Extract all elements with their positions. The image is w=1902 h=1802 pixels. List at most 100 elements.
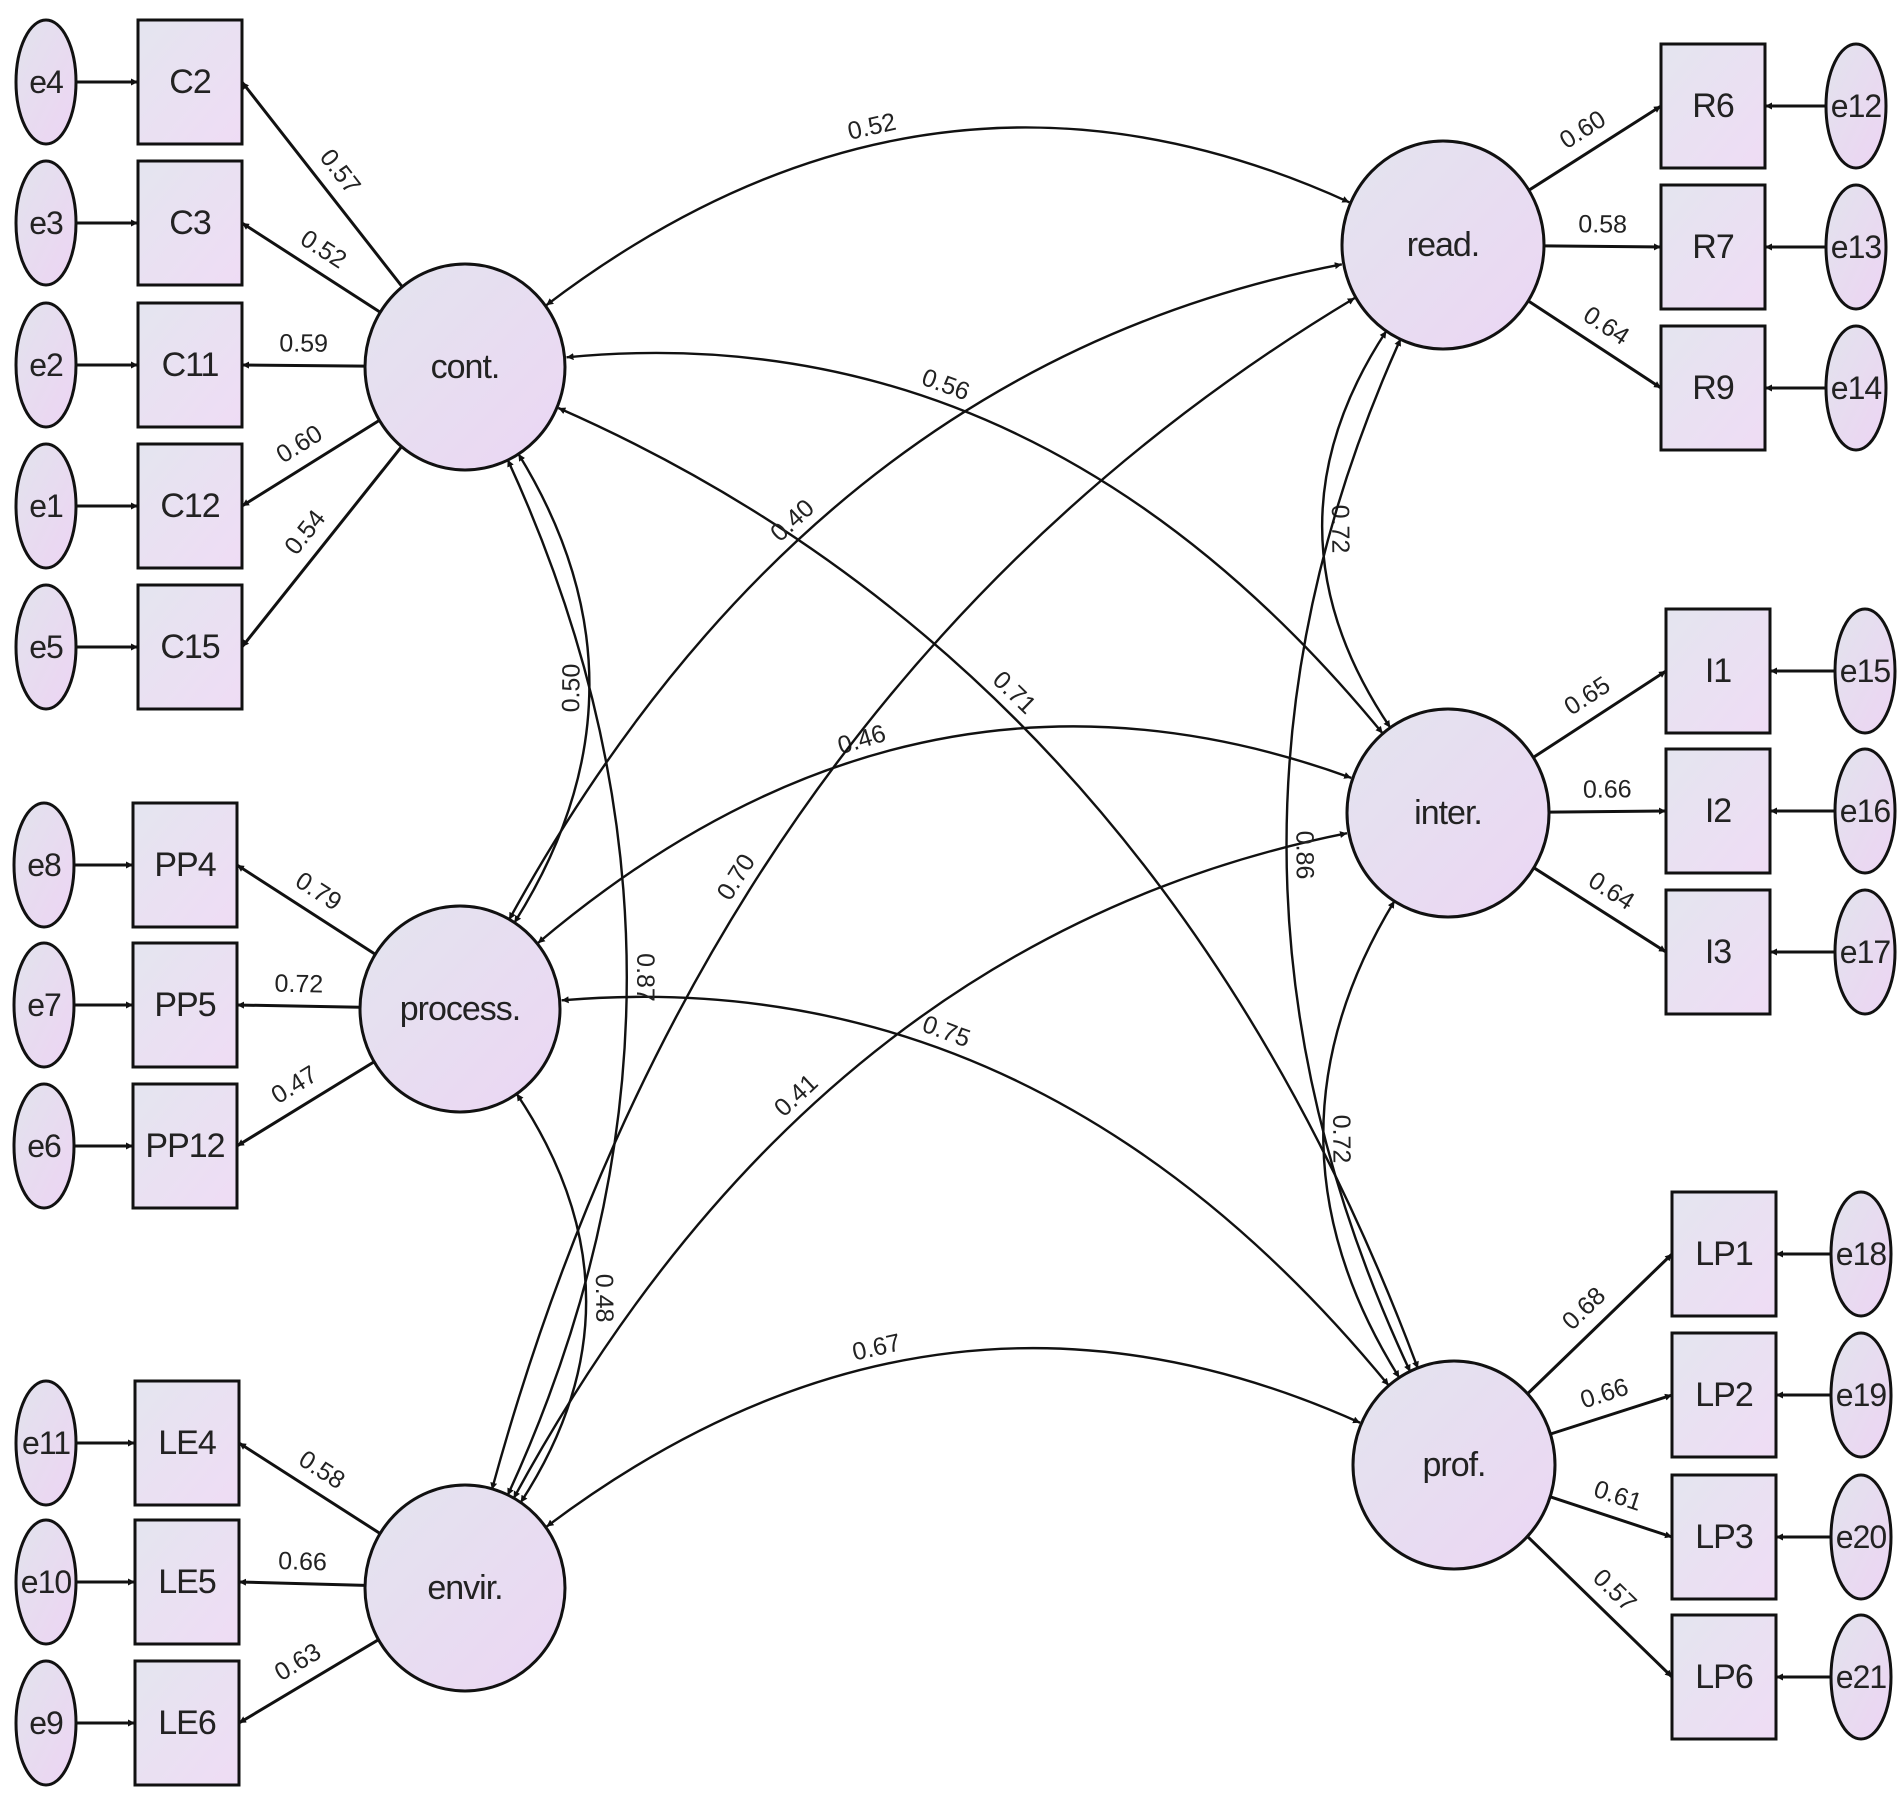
error-node-e9	[14, 1659, 78, 1787]
indicator-label-LE4: LE4	[158, 1424, 216, 1462]
loading-value-I2: 0.66	[1583, 775, 1632, 803]
latent-label-envir: envir.	[427, 1569, 502, 1607]
indicator-box-R7	[1659, 183, 1767, 311]
indicator-box-C15	[136, 583, 244, 711]
latent-node-prof	[1351, 1359, 1557, 1571]
correlation-value-cont-process: 0.50	[557, 664, 585, 713]
loading-arrow-C12	[241, 418, 381, 508]
indicator-box-LP6	[1670, 1613, 1778, 1741]
error-node-e11	[14, 1379, 78, 1507]
error-node-e1	[14, 442, 78, 570]
indicator-box-LE4	[133, 1379, 241, 1507]
loading-value-R7: 0.58	[1578, 210, 1627, 238]
indicator-box-I3	[1664, 888, 1772, 1016]
correlation-value-envir-read: 0.70	[711, 849, 761, 905]
indicator-box-LP1	[1670, 1190, 1778, 1318]
loading-value-LE6: 0.63	[270, 1638, 326, 1687]
error-node-e3	[14, 159, 78, 287]
indicator-label-PP4: PP4	[154, 846, 215, 884]
correlation-value-cont-prof: 0.71	[987, 666, 1041, 720]
loading-arrow-LP1	[1525, 1252, 1674, 1396]
loading-value-I3: 0.64	[1583, 866, 1639, 916]
loading-arrow-LE6	[238, 1637, 380, 1725]
error-label-e2: e2	[29, 347, 63, 383]
correlation-envir-inter	[512, 831, 1348, 1499]
loading-value-R6: 0.60	[1555, 105, 1611, 155]
correlation-value-process-prof: 0.75	[919, 1010, 974, 1053]
error-node-e16	[1833, 747, 1897, 875]
indicator-label-LP3: LP3	[1695, 1518, 1753, 1556]
indicator-box-C3	[136, 159, 244, 287]
correlation-inter-prof	[1322, 900, 1401, 1379]
indicator-label-R9: R9	[1692, 369, 1734, 407]
indicator-label-C12: C12	[160, 487, 219, 525]
loading-value-C12: 0.60	[271, 420, 327, 470]
error-label-e5: e5	[29, 629, 63, 665]
latent-node-envir	[363, 1483, 567, 1693]
correlation-process-prof	[561, 995, 1390, 1387]
correlation-layer: 0.520.560.710.400.460.750.700.410.670.50…	[490, 108, 1420, 1528]
loading-arrow-C3	[241, 221, 382, 315]
indicator-label-PP5: PP5	[154, 986, 215, 1024]
loading-value-LE5: 0.66	[278, 1547, 327, 1576]
indicator-box-LE6	[133, 1659, 241, 1787]
loading-arrow-LP6	[1525, 1534, 1674, 1679]
correlation-value-read-prof: 0.86	[1290, 831, 1318, 880]
loading-arrow-I2	[1548, 807, 1667, 815]
indicator-box-C12	[136, 442, 244, 570]
indicator-label-C3: C3	[169, 204, 211, 242]
error-label-e4: e4	[29, 64, 63, 100]
error-label-e3: e3	[29, 205, 63, 241]
error-node-e12	[1824, 42, 1888, 170]
loading-value-LE4: 0.58	[294, 1445, 350, 1495]
indicator-label-PP12: PP12	[145, 1127, 224, 1165]
correlation-process-envir	[515, 1093, 588, 1504]
indicator-label-I2: I2	[1705, 792, 1731, 830]
error-label-e18: e18	[1836, 1236, 1887, 1272]
error-node-e14	[1824, 324, 1888, 452]
error-label-e10: e10	[21, 1564, 72, 1600]
indicator-label-C15: C15	[160, 628, 219, 666]
loading-arrow-I3	[1532, 866, 1667, 954]
correlation-value-process-envir: 0.48	[590, 1274, 618, 1323]
loading-arrow-LP2	[1549, 1393, 1673, 1436]
loading-value-LP2: 0.66	[1577, 1373, 1632, 1415]
indicator-label-R6: R6	[1692, 87, 1734, 125]
latent-label-cont: cont.	[431, 348, 500, 386]
loading-value-PP4: 0.79	[290, 866, 346, 916]
loading-arrow-R7	[1543, 243, 1662, 251]
error-label-e7: e7	[27, 987, 61, 1023]
error-node-e20	[1829, 1473, 1893, 1601]
error-label-e9: e9	[29, 1705, 63, 1741]
indicator-box-C2	[136, 18, 244, 146]
latent-node-process	[358, 904, 562, 1114]
indicator-label-LE6: LE6	[158, 1704, 216, 1742]
indicator-box-R9	[1659, 324, 1767, 452]
latent-label-prof: prof.	[1422, 1446, 1485, 1484]
indicator-box-C11	[136, 301, 244, 429]
loading-arrow-R6	[1527, 104, 1662, 192]
loading-value-LP1: 0.68	[1557, 1282, 1611, 1336]
correlation-value-process-read: 0.40	[765, 494, 820, 547]
correlation-cont-envir	[506, 459, 628, 1496]
error-label-e19: e19	[1836, 1377, 1887, 1413]
correlation-value-cont-envir: 0.87	[631, 953, 659, 1002]
indicator-label-I1: I1	[1705, 652, 1731, 690]
latent-node-cont	[363, 262, 567, 472]
error-node-e19	[1829, 1331, 1893, 1459]
error-label-e1: e1	[29, 488, 63, 524]
correlation-cont-read	[545, 126, 1350, 307]
indicator-label-LP2: LP2	[1695, 1376, 1753, 1414]
correlation-envir-read	[490, 296, 1356, 1490]
error-node-e7	[12, 941, 76, 1069]
error-node-e2	[14, 301, 78, 429]
indicator-box-R6	[1659, 42, 1767, 170]
correlation-cont-prof	[557, 406, 1420, 1369]
indicator-label-LP6: LP6	[1695, 1658, 1753, 1696]
error-label-e16: e16	[1840, 793, 1891, 829]
loading-arrow-LE4	[238, 1441, 382, 1536]
latent-node-read	[1340, 139, 1546, 351]
loading-edge-layer: 0.570.520.590.600.540.790.720.470.580.66…	[74, 78, 1835, 1727]
